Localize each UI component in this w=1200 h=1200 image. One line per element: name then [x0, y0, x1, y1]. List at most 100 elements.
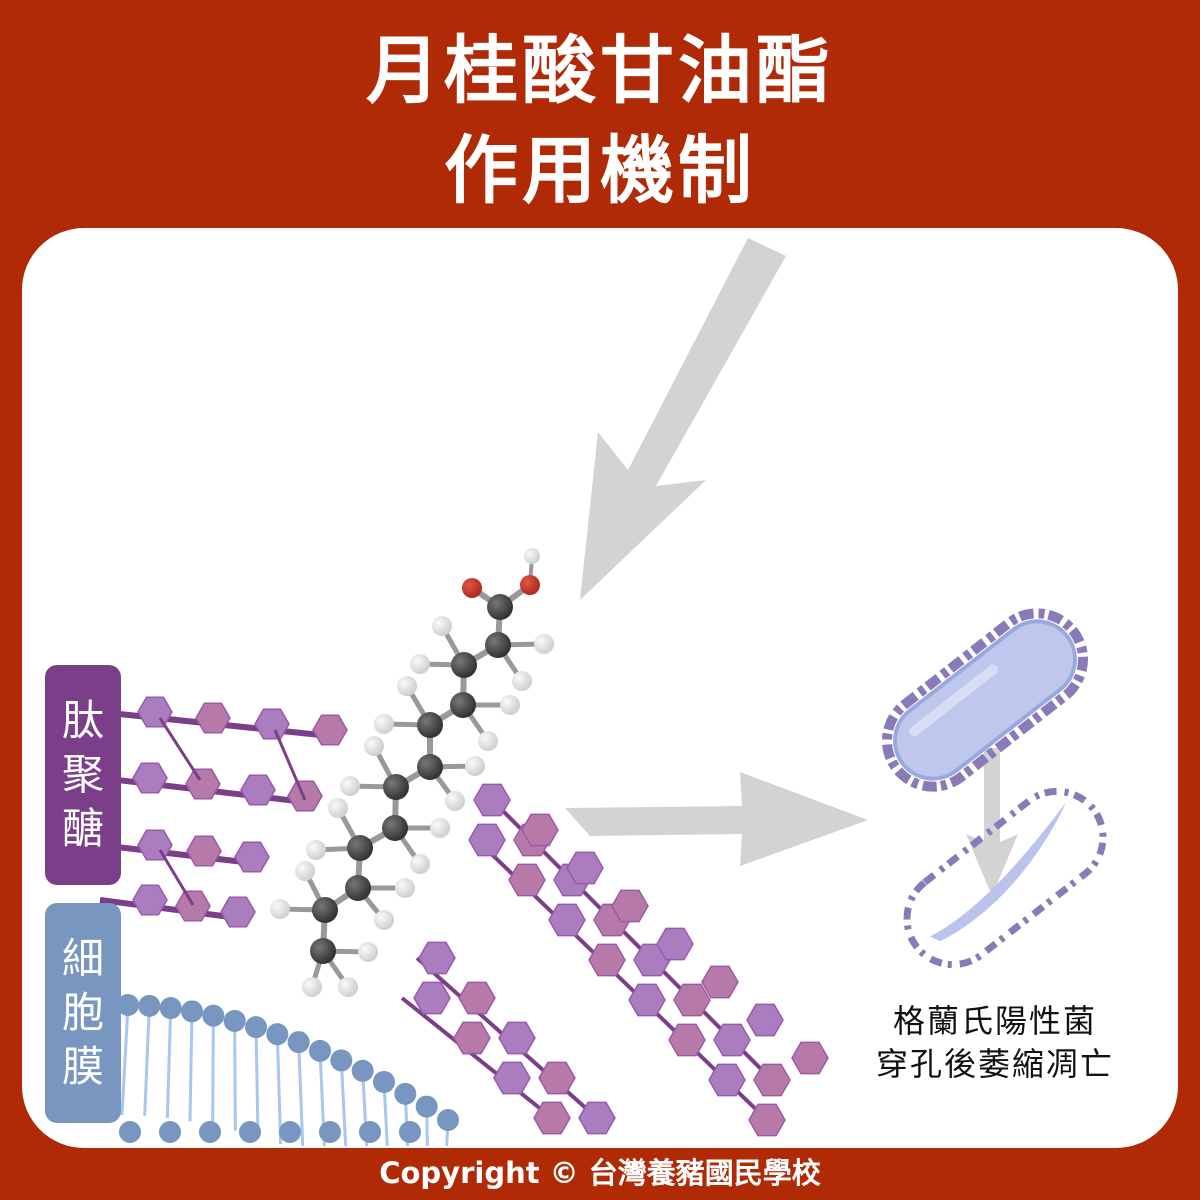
hydrogen-atom — [534, 634, 554, 654]
lipid-head — [181, 1000, 203, 1023]
label-char: 細 — [61, 934, 104, 984]
sugar-hexagon — [753, 1063, 791, 1097]
carbon-atom — [382, 815, 408, 841]
sugar-hexagon — [578, 1101, 616, 1135]
lipid-head — [394, 1082, 417, 1105]
hydrogen-atom — [295, 861, 315, 881]
hydrogen-atom — [524, 548, 540, 564]
carbon-atom — [347, 835, 373, 861]
carbon-atom — [312, 897, 338, 923]
sugar-hexagon — [713, 1023, 751, 1057]
hydrogen-atom — [430, 818, 450, 838]
sugar-hexagon — [473, 783, 511, 817]
lipid-head — [287, 1031, 310, 1054]
hydrogen-atom — [445, 791, 465, 811]
carbon-atom — [485, 632, 511, 658]
hydrogen-atom — [358, 942, 378, 962]
hydrogen-atom — [432, 616, 452, 636]
lipid-head — [119, 1121, 141, 1143]
sugar-hexagon — [548, 903, 586, 937]
cell-membrane-label: 細 胞 膜 — [45, 903, 121, 1123]
lipid-tail — [254, 1027, 260, 1138]
caption-line-1: 格蘭氏陽性菌 — [892, 1002, 1097, 1040]
hydrogen-atom — [270, 899, 290, 919]
lipid-tail — [188, 1011, 194, 1122]
sugar-hexagon — [588, 943, 626, 977]
peptidoglycan-label: 肽 聚 醣 — [45, 665, 121, 885]
hydrogen-atom — [512, 671, 532, 691]
lipid-head — [138, 994, 161, 1017]
lipid-tail — [120, 1004, 130, 1116]
sugar-hexagon — [673, 983, 711, 1017]
lipid-tail — [339, 1060, 348, 1147]
carbon-atom — [450, 692, 476, 718]
lipid-tail — [233, 1020, 237, 1131]
label-char: 膜 — [61, 1041, 104, 1091]
bacterium-lysed-icon — [903, 787, 1107, 969]
caption-line-2: 穿孔後萎縮凋亡 — [875, 1045, 1114, 1084]
lipid-tail — [275, 1034, 283, 1145]
lipid-head — [117, 994, 139, 1016]
sugar-hexagon — [458, 981, 496, 1015]
hydrogen-atom — [374, 910, 394, 930]
lipid-tail — [211, 1015, 215, 1126]
sugar-hexagon — [521, 813, 559, 847]
lipid-head — [399, 1121, 421, 1143]
lipid-head — [309, 1039, 331, 1062]
sugar-hexagon — [566, 851, 604, 885]
glycan-strand — [99, 897, 239, 921]
sugar-hexagon — [538, 1061, 576, 1095]
sugar-hexagon — [186, 835, 222, 867]
peptide-bridge — [158, 849, 195, 906]
sugar-hexagon — [533, 1101, 571, 1135]
lipid-head — [245, 1016, 267, 1039]
lipid-tail — [143, 1005, 151, 1116]
sugar-hexagon — [195, 702, 231, 734]
lipid-head — [319, 1121, 341, 1143]
sugar-hexagon — [175, 890, 211, 922]
copyright-text: Copyright © 台灣養豬國民學校 — [379, 1156, 821, 1190]
lipid-head — [373, 1070, 395, 1093]
lipid-head — [199, 1121, 221, 1143]
lipid-head — [351, 1059, 374, 1082]
lipid-head — [159, 1121, 181, 1143]
lipid-head — [239, 1121, 261, 1143]
label-char: 肽 — [61, 696, 104, 746]
hydrogen-atom — [478, 731, 498, 751]
sugar-hexagon — [791, 1041, 829, 1075]
bacterium-intact-icon — [881, 608, 1089, 792]
sugar-hexagon — [701, 965, 739, 999]
hydrogen-atom — [397, 676, 417, 696]
hydrogen-atom — [465, 756, 485, 776]
arrow-down-left-icon — [580, 238, 786, 600]
sugar-hexagon — [418, 941, 456, 975]
lipid-head — [266, 1023, 289, 1046]
carbon-atom — [451, 652, 477, 678]
hydrogen-atom — [410, 854, 430, 874]
sugar-hexagon — [413, 981, 451, 1015]
carbon-atom — [417, 712, 443, 738]
sugar-hexagon — [493, 1061, 531, 1095]
sugar-hexagon — [137, 829, 173, 861]
lipid-head — [330, 1049, 353, 1072]
lauric-acid-molecule — [270, 548, 554, 997]
sugar-hexagon — [132, 884, 168, 916]
lipid-head — [159, 997, 182, 1020]
sugar-hexagon — [312, 714, 348, 746]
arrow-down-icon — [966, 748, 1018, 896]
hydrogen-atom — [374, 714, 394, 734]
sugar-hexagon — [254, 708, 290, 740]
lipid-tail — [165, 1008, 173, 1119]
carbon-atom — [310, 938, 336, 964]
peptide-bridge — [158, 717, 202, 781]
peptidoglycan-chains — [99, 696, 829, 1137]
oxygen-atom — [520, 575, 540, 595]
sugar-hexagon — [240, 774, 276, 806]
sugar-hexagon — [508, 863, 546, 897]
glycan-strand — [99, 842, 253, 866]
sugar-hexagon — [628, 983, 666, 1017]
sugar-hexagon — [748, 1103, 786, 1137]
bacteria-caption: 格蘭氏陽性菌 穿孔後萎縮凋亡 — [850, 1000, 1140, 1086]
title-line-1: 月桂酸甘油酯 — [366, 28, 834, 114]
